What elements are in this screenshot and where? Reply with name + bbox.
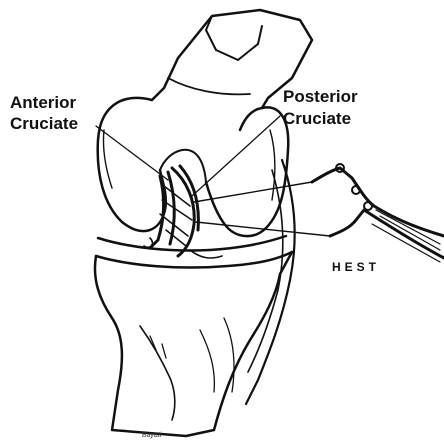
posterior-cruciate-ligament xyxy=(172,166,198,256)
intercondylar-notch xyxy=(160,150,206,182)
posterior-cruciate-label-line1: Posterior xyxy=(283,88,358,105)
posterior-cruciate-label-line2: Cruciate xyxy=(283,110,351,127)
femur-shaft-inner xyxy=(206,16,262,60)
anterior-cruciate-label-line2: Cruciate xyxy=(10,115,78,132)
device-cable xyxy=(312,168,444,236)
connector-node xyxy=(364,202,372,210)
artist-signature: Bayati xyxy=(142,432,161,439)
tibia-outline xyxy=(95,252,292,436)
femur-ridge xyxy=(168,78,250,94)
anterior-cruciate-ligament xyxy=(150,172,174,248)
anterior-cruciate-label-line1: Anterior xyxy=(10,94,76,111)
tibial-tuberosity xyxy=(140,326,175,420)
tibial-plateau xyxy=(96,252,292,268)
medial-condyle xyxy=(98,98,166,231)
device-cable-secondary xyxy=(330,210,444,258)
device-label: HEST xyxy=(332,261,380,273)
tibia-shading xyxy=(150,318,234,392)
posterior-leader-line xyxy=(192,116,280,196)
femur-shaft-left xyxy=(152,58,178,100)
fibula-inner xyxy=(248,170,283,372)
fibula xyxy=(246,160,295,404)
